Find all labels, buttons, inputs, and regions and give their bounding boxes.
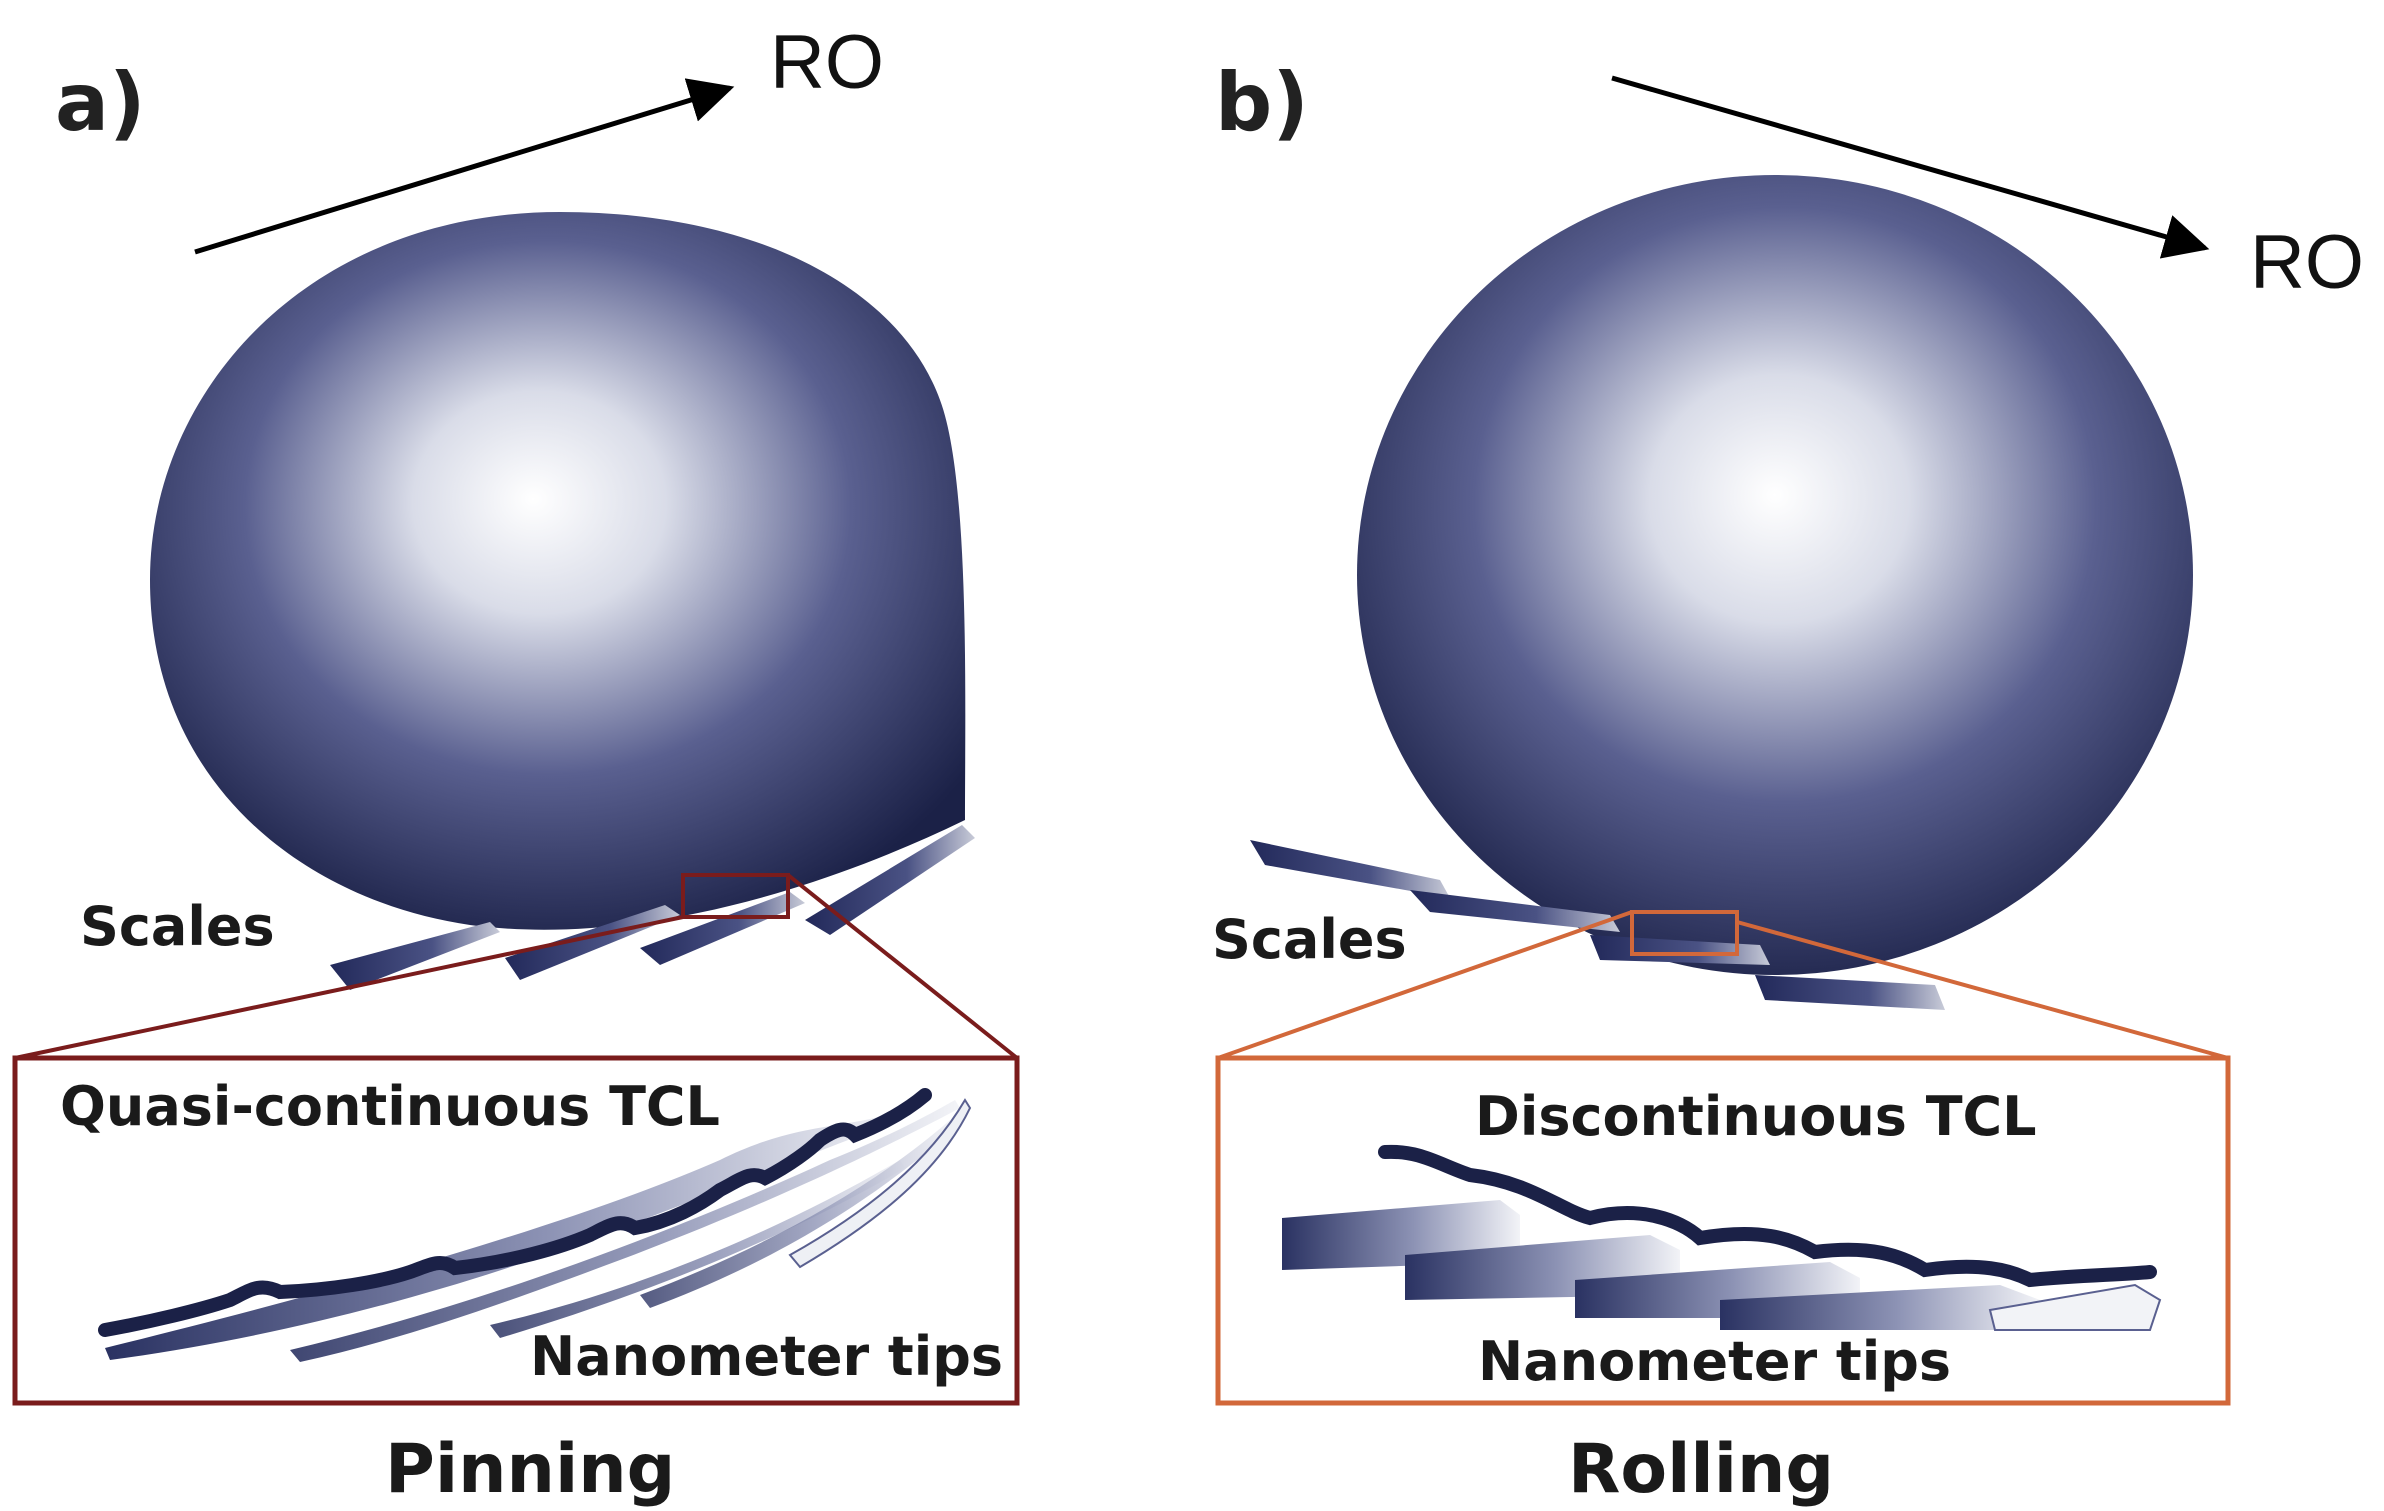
panel-b-zoom-region xyxy=(1630,910,1739,956)
panel-b: b) RO Scales Discontinuous TCL xyxy=(1212,56,2364,1509)
panel-a-caption: Pinning xyxy=(385,1430,675,1509)
panel-a-ro-label: RO xyxy=(770,20,884,105)
panel-a-label: a) xyxy=(55,56,146,149)
panel-a-tips-label: Nanometer tips xyxy=(530,1325,1003,1388)
panel-b-tcl-label: Discontinuous TCL xyxy=(1475,1085,2037,1148)
panel-b-ro-label: RO xyxy=(2250,220,2364,305)
panel-a-scales xyxy=(330,825,975,990)
panel-b-droplet xyxy=(1357,175,2193,975)
panel-b-tips-label: Nanometer tips xyxy=(1478,1330,1951,1393)
panel-b-caption: Rolling xyxy=(1568,1430,1834,1509)
panel-a-zoom-line-right xyxy=(786,873,1019,1060)
panel-a-droplet xyxy=(150,212,966,930)
panel-b-scales-label: Scales xyxy=(1212,908,1407,971)
panel-b-scales xyxy=(1250,840,1945,1010)
panel-a-nanometer-tips xyxy=(98,1088,972,1362)
panel-a-zoom-region xyxy=(681,873,790,919)
panel-a-zoom-line-left xyxy=(14,915,684,1060)
panel-a-scales-label: Scales xyxy=(80,895,275,958)
panel-b-nanometer-tips xyxy=(1282,1144,2162,1331)
panel-a-tcl-label: Quasi-continuous TCL xyxy=(60,1075,720,1138)
panel-b-zoom-line-left xyxy=(1217,910,1633,1060)
panel-b-ro-arrow xyxy=(1611,75,2210,259)
panel-b-label: b) xyxy=(1215,56,1309,149)
panel-a-ro-arrow xyxy=(194,78,735,255)
panel-a: a) RO Scales Quasi-continuous TCL xyxy=(12,20,1020,1509)
panel-b-zoom-line-right xyxy=(1736,920,2229,1060)
